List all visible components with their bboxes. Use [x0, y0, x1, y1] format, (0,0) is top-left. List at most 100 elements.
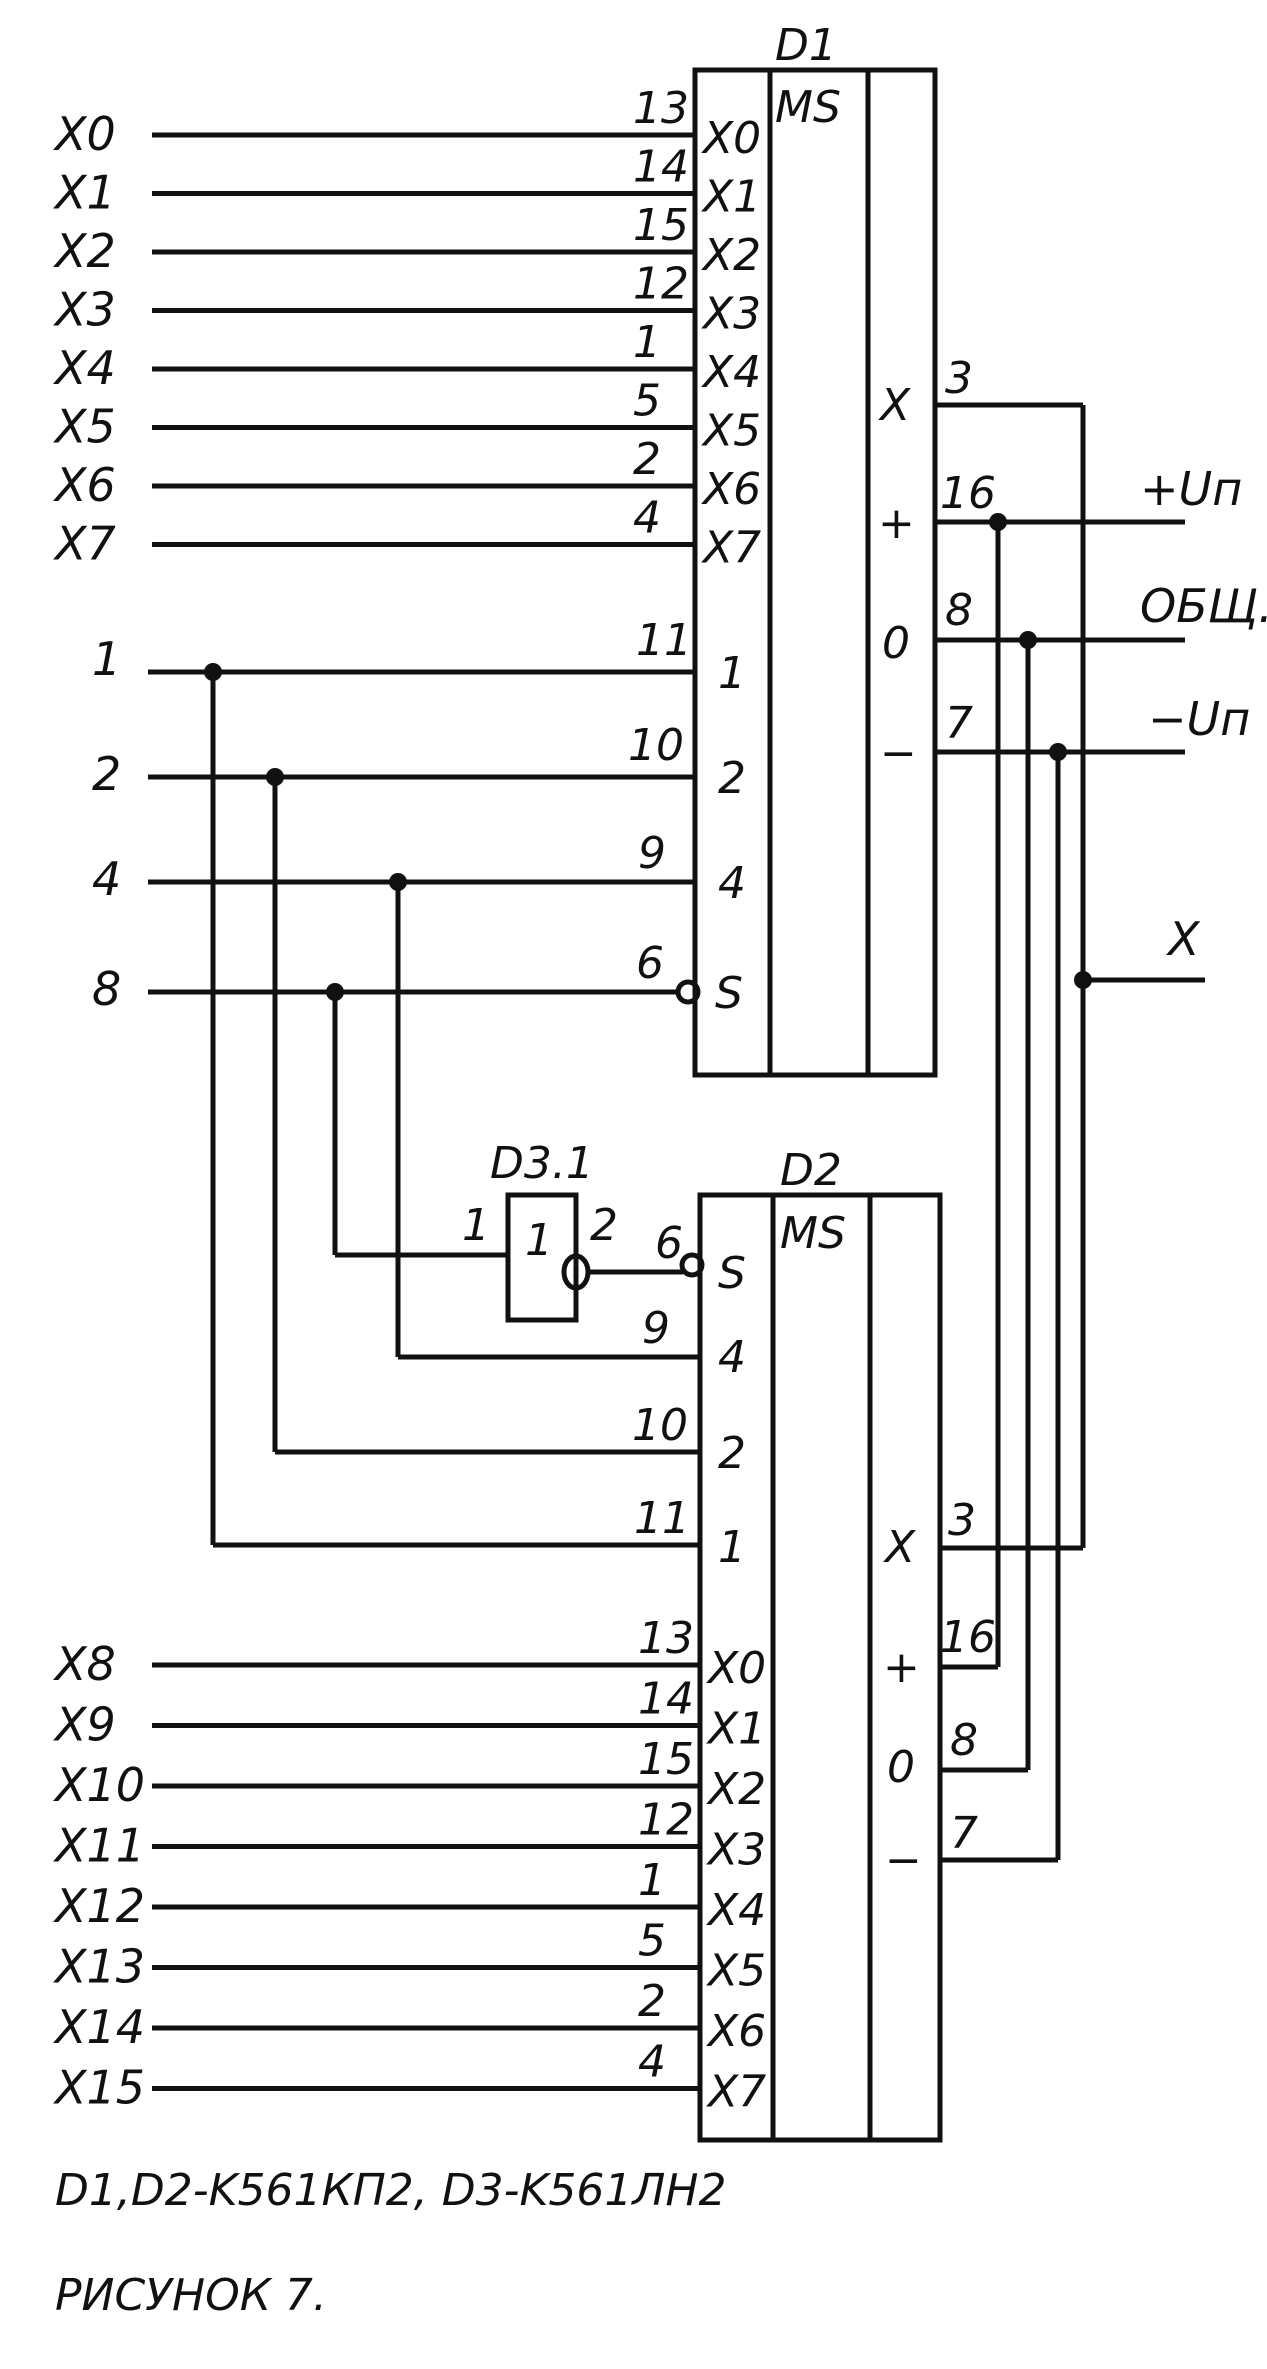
d2-pin-label: 2 — [718, 1428, 746, 1479]
d2-out-pin-num: 3 — [948, 1495, 976, 1546]
d1-out-pin-num: 7 — [945, 698, 973, 749]
address-signal-4: 4 — [92, 852, 121, 906]
d2-pin-num: 6 — [655, 1218, 683, 1269]
d1-input-pin-num: 12 — [633, 259, 689, 310]
d2-input-pin-num: 15 — [638, 1734, 694, 1785]
chip-d1: D1 MS — [692, 20, 938, 1078]
common-label: ОБЩ. — [1140, 579, 1267, 633]
d1-out-pin-num: 3 — [945, 353, 973, 404]
d1-input-signal: X3 — [53, 283, 116, 337]
d1-input-pin-label: X1 — [701, 172, 761, 223]
d2-input-pin-num: 13 — [638, 1613, 694, 1664]
d1-input-signal: X2 — [53, 224, 116, 278]
d2-pin-num: 11 — [634, 1493, 690, 1544]
d2-input-pin-num: 14 — [638, 1674, 694, 1725]
d2-input-pin-num: 4 — [638, 2037, 666, 2088]
d1-pin-num: 11 — [636, 615, 692, 666]
parts-caption: D1,D2-K561КП2, D3-K561ЛН2 — [55, 2165, 727, 2216]
inverter-d3-out-pin: 2 — [590, 1200, 618, 1251]
d2-out-label: X — [883, 1522, 916, 1573]
d1-out-pin-num: 16 — [940, 468, 996, 519]
chip-d2-type: MS — [780, 1208, 846, 1259]
d1-input-pin-label: X3 — [701, 289, 761, 340]
d1-input-signal: X5 — [53, 400, 116, 454]
address-signal-8: 8 — [92, 962, 121, 1016]
d1-input-pin-num: 2 — [633, 434, 661, 485]
d2-input-signal: X10 — [53, 1758, 145, 1812]
d2-input-pin-label: X3 — [706, 1825, 766, 1876]
d1-pin-label: 1 — [718, 648, 746, 699]
d2-input-signal: X14 — [53, 2000, 145, 2054]
d1-out-label: − — [880, 728, 917, 779]
d2-input-pin-num: 2 — [638, 1976, 666, 2027]
d1-input-pin-label: X0 — [701, 113, 761, 164]
supply-minus-label: −Uп — [1148, 692, 1250, 746]
d2-input-pin-num: 12 — [638, 1795, 694, 1846]
chip-d1-type: MS — [775, 82, 841, 133]
d2-input-pin-label: X1 — [706, 1704, 766, 1755]
d1-input-pin-num: 5 — [633, 376, 661, 427]
d1-input-pin-label: X7 — [701, 523, 761, 574]
inverter-d3: D3.1 1 1 2 — [462, 1138, 618, 1323]
d2-s-inversion — [679, 1252, 705, 1278]
supply-plus-label: +Uп — [1140, 462, 1242, 516]
d1-input-pin-label: X6 — [701, 464, 761, 515]
d2-pin-label: 4 — [718, 1332, 746, 1383]
d2-input-pin-num: 5 — [638, 1916, 666, 1967]
address-signal-2: 2 — [92, 747, 121, 801]
d1-pin-num: 10 — [628, 720, 684, 771]
d2-input-pin-label: X7 — [706, 2067, 766, 2118]
d1-pin-label: S — [715, 968, 743, 1019]
d2-out-pin-num: 8 — [950, 1715, 978, 1766]
address-signal-1: 1 — [92, 632, 121, 686]
d2-input-pin-label: X6 — [706, 2006, 766, 2057]
d2-pin-label: S — [718, 1248, 746, 1299]
d2-input-pin-label: X5 — [706, 1946, 766, 1997]
d1-input-signal: X4 — [53, 341, 116, 395]
d1-out-label: 0 — [882, 618, 910, 669]
d2-input-signal: X8 — [53, 1637, 116, 1691]
d2-input-pin-label: X4 — [706, 1885, 766, 1936]
inverter-d3-name: D3.1 — [490, 1138, 594, 1189]
d2-out-pin-num: 16 — [940, 1612, 996, 1663]
inverter-d3-symbol: 1 — [525, 1215, 553, 1266]
d1-input-pin-label: X2 — [701, 230, 761, 281]
d1-input-signal: X0 — [53, 107, 116, 161]
d1-pin-label: 2 — [718, 753, 746, 804]
d1-pin-num: 9 — [638, 828, 666, 879]
d2-pin-num: 10 — [632, 1400, 688, 1451]
d1-input-signal: X7 — [53, 517, 116, 571]
d2-input-pin-num: 1 — [638, 1855, 666, 1906]
output-x-label: X — [1166, 912, 1201, 966]
d2-out-label: 0 — [887, 1742, 915, 1793]
d1-input-pin-num: 1 — [633, 317, 661, 368]
d2-out-pin-num: 7 — [950, 1808, 978, 1859]
d2-input-signal: X13 — [53, 1940, 145, 1994]
chip-d2-name: D2 — [780, 1145, 842, 1196]
d1-input-pin-label: X4 — [701, 347, 761, 398]
d2-input-signal: X12 — [53, 1879, 145, 1933]
output-power-wiring — [935, 402, 1205, 1863]
d2-input-signal: X11 — [53, 1819, 145, 1873]
d2-input-pin-label: X0 — [706, 1643, 766, 1694]
d2-out-label: − — [885, 1835, 922, 1886]
chip-d1-name: D1 — [775, 20, 837, 71]
d1-input-signal: X6 — [53, 458, 116, 512]
d2-out-label: + — [883, 1642, 920, 1693]
d1-out-label: X — [878, 380, 911, 431]
d1-input-pin-label: X5 — [701, 406, 761, 457]
d2-input-pin-label: X2 — [706, 1764, 766, 1815]
inverter-d3-in-pin: 1 — [462, 1200, 490, 1251]
d1-input-pin-num: 14 — [633, 142, 689, 193]
d1-input-pin-num: 15 — [633, 200, 689, 251]
d1-out-pin-num: 8 — [945, 585, 973, 636]
figure-caption: РИСУНОК 7. — [55, 2270, 327, 2321]
d1-input-signal: X1 — [53, 166, 116, 220]
d1-input-pin-num: 4 — [633, 493, 661, 544]
d1-s-inversion — [675, 979, 701, 1005]
d1-out-label: + — [878, 498, 915, 549]
d1-input-pin-num: 13 — [633, 83, 689, 134]
d2-input-signal: X9 — [53, 1698, 116, 1752]
